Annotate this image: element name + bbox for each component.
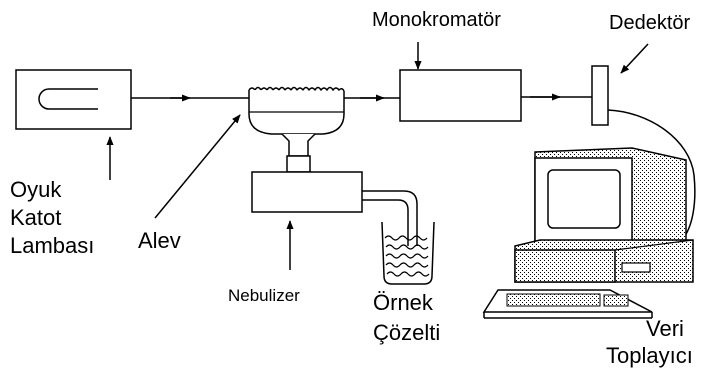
computer — [482, 147, 694, 319]
data-cable — [607, 109, 696, 241]
lamp-label-line3: Lambası — [10, 233, 94, 258]
data-collector-label-line1: Veri — [646, 316, 684, 341]
nebulizer-label: Nebulizer — [228, 286, 300, 305]
nebulizer-box — [251, 171, 363, 213]
burner-flame — [248, 86, 345, 173]
lamp-label-line2: Katot — [10, 205, 61, 230]
detector — [591, 65, 609, 126]
flame-label: Alev — [138, 228, 181, 253]
pointer-arrows — [106, 42, 649, 270]
detector-pointer-arrow — [620, 43, 649, 74]
light-beam — [131, 93, 592, 102]
monochromator-label: Monokromatör — [372, 9, 501, 31]
sample-label-line1: Örnek — [373, 290, 434, 315]
hollow-cathode-lamp — [15, 69, 132, 130]
sample-label-line2: Çözelti — [373, 320, 440, 345]
sample-beaker — [381, 221, 435, 285]
detector-label: Dedektör — [609, 12, 690, 34]
flame-pointer-arrow — [154, 114, 241, 219]
monochromator-box — [399, 69, 522, 122]
sample-tube — [362, 190, 418, 246]
lamp-label-line1: Oyuk — [10, 177, 62, 202]
data-collector-label-line2: Toplayıcı — [606, 343, 693, 368]
